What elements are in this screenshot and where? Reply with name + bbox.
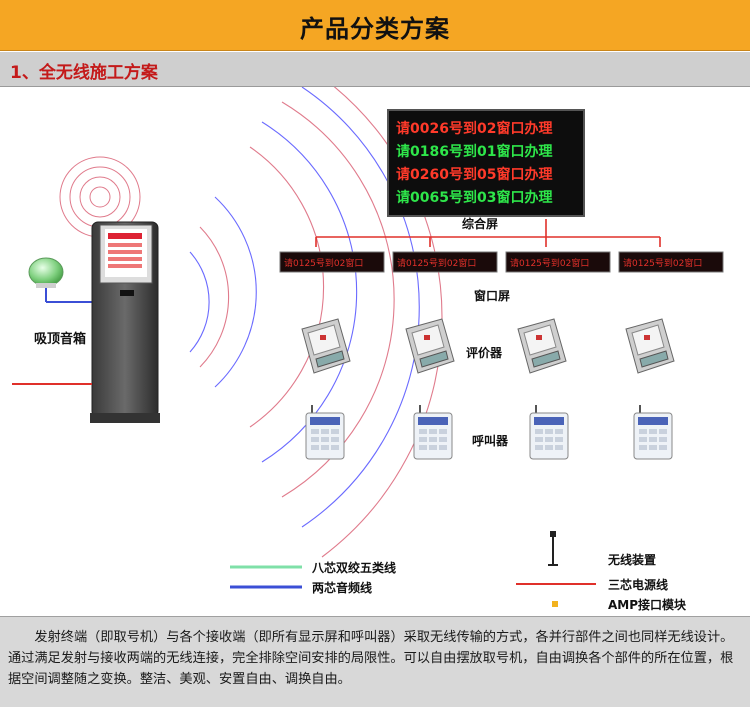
window-screen-1: 请0125号到02窗口 (279, 251, 385, 273)
antenna-icon (548, 531, 558, 566)
caller-3 (529, 405, 569, 460)
evaluator-4 (625, 318, 675, 374)
ticket-kiosk (90, 221, 160, 423)
legend: 八芯双绞五类线 两芯音频线 无线装置 三芯电源线 AMP接口模块 (230, 531, 687, 612)
main-screen-line-3: 请0260号到05窗口办理 (396, 166, 552, 183)
window-screen-3: 请0125号到02窗口 (505, 251, 611, 273)
main-screen-line-4: 请0065号到03窗口办理 (396, 189, 552, 206)
main-screen-line-1: 请0026号到02窗口办理 (396, 120, 552, 137)
window-screen-2: 请0125号到02窗口 (392, 251, 498, 273)
caller-4 (633, 405, 673, 460)
legend-audio-cable-label: 两芯音频线 (312, 580, 372, 595)
main-screen-label: 综合屏 (462, 216, 498, 231)
evaluator-label: 评价器 (466, 346, 503, 360)
window-screen-text-3: 请0125号到02窗口 (510, 257, 589, 269)
window-screen-text-1: 请0125号到02窗口 (284, 257, 363, 269)
main-screen-line-2: 请0186号到01窗口办理 (396, 143, 552, 160)
window-screens: 请0125号到02窗口 请0125号到02窗口 请0125号到02窗口 请012… (279, 251, 724, 273)
caller-devices (305, 405, 673, 460)
ceiling-speaker-label: 吸顶音箱 (34, 331, 86, 347)
window-screen-text-2: 请0125号到02窗口 (397, 257, 476, 269)
caller-1 (305, 405, 345, 460)
section-title: 1、全无线施工方案 (10, 63, 158, 83)
legend-amp-label: AMP接口模块 (608, 597, 687, 612)
description-panel: 发射终端（即取号机）与各个接收端（即所有显示屏和呼叫器）采取无线传输的方式，各并… (0, 616, 750, 707)
title-bar: 产品分类方案 (0, 0, 750, 51)
description-text: 发射终端（即取号机）与各个接收端（即所有显示屏和呼叫器）采取无线传输的方式，各并… (8, 630, 734, 687)
legend-wireless-label: 无线装置 (607, 552, 656, 567)
legend-power-label: 三芯电源线 (608, 577, 668, 592)
ceiling-speaker (28, 257, 64, 288)
window-screen-label: 窗口屏 (474, 288, 510, 303)
legend-twisted-pair-label: 八芯双绞五类线 (311, 560, 396, 575)
evaluator-1 (301, 318, 351, 374)
section-bar: 1、全无线施工方案 (0, 52, 750, 87)
wireless-waves (189, 76, 443, 558)
caller-label: 呼叫器 (472, 433, 509, 448)
diagram-area: 吸顶音箱 请0026号到02窗口办理 请0186号到01窗口办理 请0260号到… (0, 76, 750, 615)
evaluator-devices (301, 318, 675, 374)
window-screen-4: 请0125号到02窗口 (618, 251, 724, 273)
main-led-screen: 请0026号到02窗口办理 请0186号到01窗口办理 请0260号到05窗口办… (387, 109, 585, 217)
evaluator-3 (517, 318, 567, 374)
legend-amp-swatch (552, 601, 558, 607)
system-diagram: 吸顶音箱 请0026号到02窗口办理 请0186号到01窗口办理 请0260号到… (12, 76, 724, 612)
window-screen-text-4: 请0125号到02窗口 (623, 257, 702, 269)
page-title: 产品分类方案 (300, 15, 450, 43)
evaluator-2 (405, 318, 455, 374)
caller-2 (413, 405, 453, 460)
screen-power-lines (315, 219, 661, 247)
